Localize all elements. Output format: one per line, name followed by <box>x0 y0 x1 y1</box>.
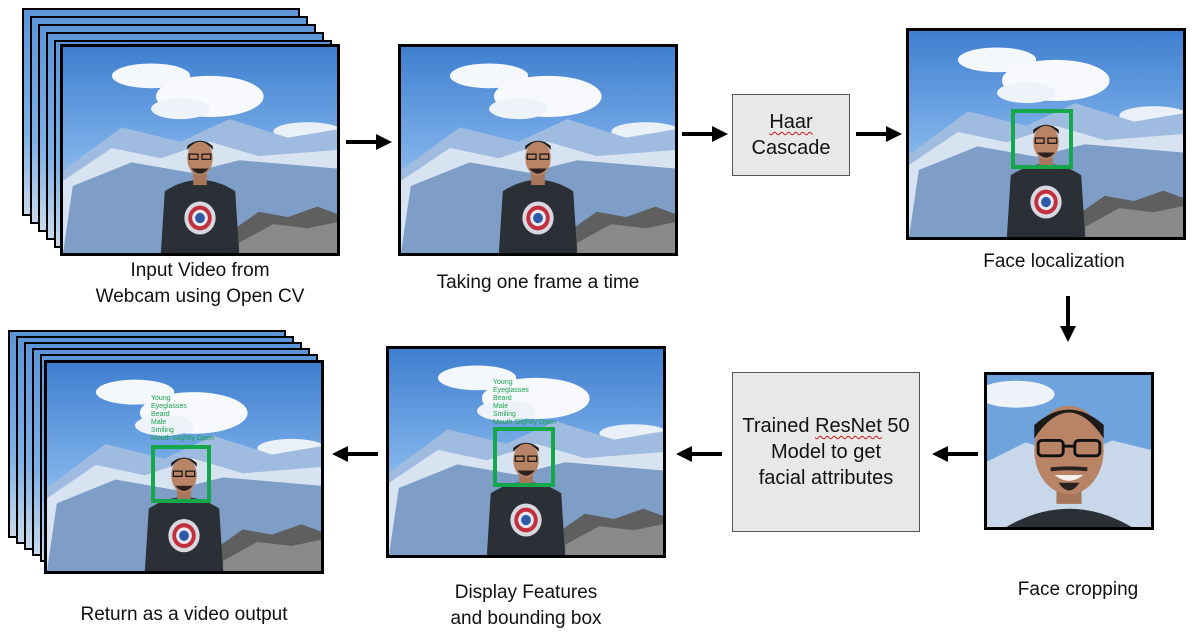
attribute-list: Young Eyeglasses Beard Male Smiling Mout… <box>493 379 556 427</box>
face-bounding-box <box>1011 109 1073 169</box>
input-video-frame-image <box>60 44 340 256</box>
resnet-line-2: Model to get <box>770 441 882 463</box>
face-localization-image <box>906 28 1186 240</box>
face-crop-image <box>984 372 1154 530</box>
face-cropping-caption: Face cropping <box>1017 579 1139 600</box>
resnet-word: ResNet <box>815 415 882 437</box>
resnet-line-1-part: 50 <box>881 415 910 437</box>
caption-line: Display Features <box>454 582 598 603</box>
attribute-item: Young <box>151 395 171 402</box>
attribute-list: Young Eyeglasses Beard Male Smiling Mout… <box>151 395 214 443</box>
attribute-item: Mouth Slightly Open <box>151 435 215 442</box>
attribute-item: Eyeglasses <box>493 387 529 394</box>
attribute-item: Young <box>493 379 513 386</box>
haar-cascade-box: Haar Cascade <box>732 94 850 176</box>
arrow-down-icon <box>1060 296 1076 342</box>
face-bounding-box <box>493 427 555 487</box>
output-video-frame-image: Young Eyeglasses Beard Male Smiling Mout… <box>44 360 324 574</box>
attribute-item: Mouth Slightly Open <box>493 419 557 426</box>
single-frame-image <box>398 44 678 256</box>
caption-line: Webcam using Open CV <box>95 286 305 307</box>
attribute-item: Male <box>493 403 509 410</box>
input-video-caption: Input Video from Webcam using Open CV <box>60 258 340 310</box>
arrow-right-icon <box>682 126 728 142</box>
arrow-right-icon <box>346 134 392 150</box>
resnet-line-3: facial attributes <box>758 467 894 489</box>
attribute-item: Male <box>151 419 167 426</box>
display-features-caption: Display Features and bounding box <box>386 580 666 632</box>
haar-line-2: Cascade <box>751 137 831 159</box>
video-output-caption: Return as a video output <box>80 604 288 625</box>
face-bounding-box <box>151 445 211 503</box>
resnet-line-1: Trained ResNet 50 <box>742 413 909 439</box>
attribute-item: Beard <box>493 395 512 402</box>
arrow-right-icon <box>856 126 902 142</box>
attribute-item: Smiling <box>151 427 174 434</box>
resnet-model-box: Trained ResNet 50 Model to get facial at… <box>732 372 920 532</box>
attribute-item: Beard <box>151 411 170 418</box>
haar-line-1: Haar <box>769 111 813 133</box>
single-frame-caption: Taking one frame a time <box>436 272 640 293</box>
caption-line: Input Video from <box>130 260 270 281</box>
caption-line: and bounding box <box>450 608 602 629</box>
arrow-left-icon <box>332 446 378 462</box>
arrow-left-icon <box>676 446 722 462</box>
arrow-left-icon <box>932 446 978 462</box>
attribute-item: Smiling <box>493 411 516 418</box>
attribute-item: Eyeglasses <box>151 403 187 410</box>
face-localization-caption: Face localization <box>983 251 1125 272</box>
display-features-image: Young Eyeglasses Beard Male Smiling Mout… <box>386 346 666 558</box>
resnet-line-1-part: Trained <box>742 415 816 437</box>
